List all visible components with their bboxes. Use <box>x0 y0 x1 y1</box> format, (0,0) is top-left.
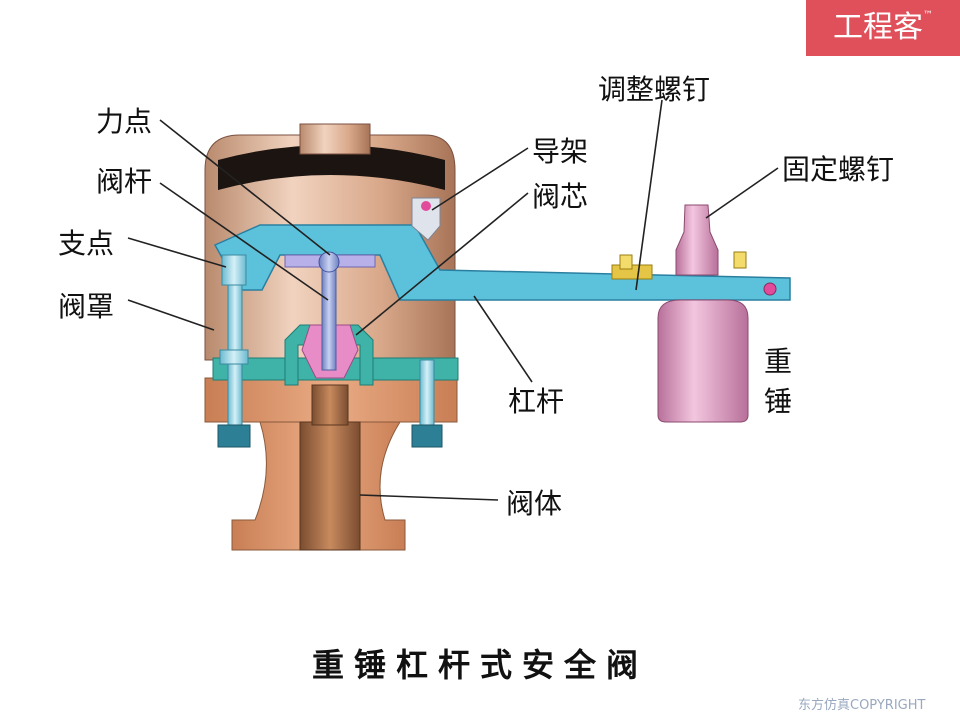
right-stud-bolt <box>411 359 443 448</box>
valve-body <box>204 377 458 551</box>
lever-arm <box>213 224 791 301</box>
label-valve-body: 阀体 <box>506 487 563 520</box>
label-fixing-screw: 固定螺钉 <box>782 153 895 186</box>
label-fulcrum: 支点 <box>58 227 115 260</box>
copyright-text: 东方仿真COPYRIGHT <box>798 698 926 713</box>
adjusting-screw <box>611 251 747 280</box>
brand-badge-tm: ™ <box>923 10 933 21</box>
label-valve-stem: 阀杆 <box>96 165 153 198</box>
fixing-screw <box>675 204 719 276</box>
label-lever: 杠杆 <box>508 385 565 418</box>
label-weight-1: 重 <box>764 345 793 378</box>
label-weight-2: 锤 <box>764 385 793 418</box>
diagram-caption: 重锤杠杆式安全阀 <box>311 646 648 684</box>
fulcrum-bolt <box>217 254 251 448</box>
brand-badge-text: 工程客 <box>833 10 923 45</box>
brand-badge: 工程客™ <box>806 0 960 56</box>
hammer-weight <box>657 299 749 423</box>
label-guide-frame: 导架 <box>532 135 589 168</box>
valve-stem <box>321 261 337 371</box>
label-valve-cover: 阀罩 <box>58 290 115 323</box>
label-valve-disc: 阀芯 <box>532 180 589 213</box>
label-force-point: 力点 <box>96 105 153 138</box>
label-adjusting-screw: 调整螺钉 <box>598 73 711 106</box>
lever-pin <box>763 282 777 296</box>
leader-lines <box>127 99 779 501</box>
